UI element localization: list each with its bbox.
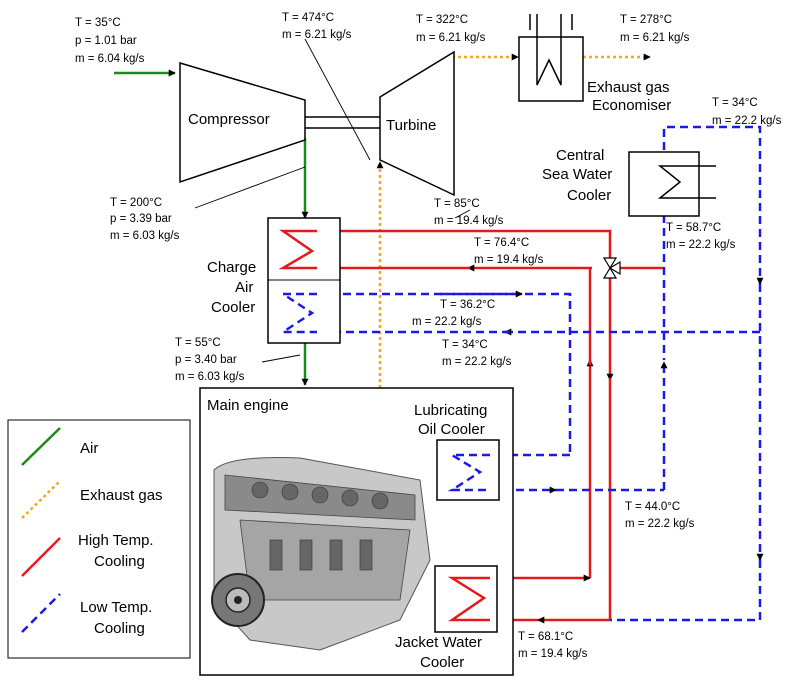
svg-text:Cooling: Cooling (94, 620, 145, 637)
svg-text:T = 474°C: T = 474°C (282, 12, 334, 24)
economiser-label: Exhaust gas Economiser (587, 79, 671, 114)
central-sea-water-cooler (629, 152, 716, 216)
annotation-air-in: T = 35°C p = 1.01 bar m = 6.04 kg/s (75, 17, 145, 65)
central-cooler-label: Central Sea Water Cooler (542, 147, 612, 204)
svg-text:T = 278°C: T = 278°C (620, 14, 672, 26)
svg-text:High Temp.: High Temp. (78, 532, 154, 549)
lt-bottom-return-line (610, 560, 760, 620)
svg-text:T = 76.4°C: T = 76.4°C (474, 237, 529, 249)
annotation-lt-loc-out: T = 44.0°C m = 22.2 kg/s (625, 501, 695, 530)
svg-text:m = 22.2 kg/s: m = 22.2 kg/s (625, 518, 695, 530)
svg-text:Low Temp.: Low Temp. (80, 599, 152, 616)
annotation-compressor-out: T = 200°C p = 3.39 bar m = 6.03 kg/s (110, 197, 180, 242)
svg-text:Cooler: Cooler (211, 299, 255, 316)
ht-cac-to-valve-line (315, 231, 610, 258)
three-way-valve (604, 258, 620, 278)
charge-air-cooler-label: Charge Air Cooler (207, 259, 256, 316)
svg-text:m = 6.21 kg/s: m = 6.21 kg/s (416, 32, 486, 44)
legend: Air Exhaust gas High Temp. Cooling Low T… (8, 420, 190, 658)
exhaust-economiser (519, 14, 583, 101)
svg-text:p = 3.40 bar: p = 3.40 bar (175, 354, 237, 366)
annotation-turbine-out: T = 322°C m = 6.21 kg/s (416, 14, 486, 44)
svg-text:T = 200°C: T = 200°C (110, 197, 162, 209)
engine-illustration (212, 458, 430, 651)
charge-air-cooler (268, 218, 340, 343)
svg-text:T = 34°C: T = 34°C (442, 339, 488, 351)
annotation-jw-out: T = 68.1°C m = 19.4 kg/s (518, 631, 588, 660)
main-engine-label: Main engine (207, 397, 289, 414)
svg-text:m = 6.21 kg/s: m = 6.21 kg/s (282, 29, 352, 41)
svg-text:Cooler: Cooler (567, 187, 611, 204)
annotation-turbine-in: T = 474°C m = 6.21 kg/s (282, 12, 352, 41)
svg-text:Jacket Water: Jacket Water (395, 634, 482, 651)
annotation-charge-air-out: T = 55°C p = 3.40 bar m = 6.03 kg/s (175, 337, 245, 383)
annotation-lt-cac-out: T = 36.2°C m = 22.2 kg/s (412, 299, 495, 328)
svg-text:T = 58.7°C: T = 58.7°C (666, 222, 721, 234)
annotation-lt-cac-in: T = 34°C m = 22.2 kg/s (442, 339, 512, 368)
compressor-label: Compressor (188, 111, 270, 128)
shaft (305, 117, 380, 128)
jacket-water-cooler (435, 566, 497, 632)
svg-text:m = 6.03 kg/s: m = 6.03 kg/s (110, 230, 180, 242)
legend-air-label: Air (80, 440, 98, 457)
svg-text:m = 22.2 kg/s: m = 22.2 kg/s (666, 239, 736, 251)
svg-text:m = 19.4 kg/s: m = 19.4 kg/s (518, 648, 588, 660)
lubricating-oil-cooler (437, 440, 499, 500)
svg-text:T = 36.2°C: T = 36.2°C (440, 299, 495, 311)
svg-text:Exhaust gas: Exhaust gas (587, 79, 670, 96)
svg-text:T = 55°C: T = 55°C (175, 337, 221, 349)
svg-text:T = 34°C: T = 34°C (712, 97, 758, 109)
svg-text:Economiser: Economiser (592, 97, 671, 114)
svg-text:T = 85°C: T = 85°C (434, 198, 480, 210)
svg-text:m = 19.4 kg/s: m = 19.4 kg/s (434, 215, 504, 227)
svg-text:m = 19.4 kg/s: m = 19.4 kg/s (474, 254, 544, 266)
svg-text:m = 22.2 kg/s: m = 22.2 kg/s (412, 316, 482, 328)
annotation-ht-return: T = 76.4°C m = 19.4 kg/s (474, 237, 544, 266)
svg-text:Lubricating: Lubricating (414, 402, 487, 419)
annotation-lt-after-cooler: T = 58.7°C m = 22.2 kg/s (666, 222, 736, 251)
svg-text:m = 6.04 kg/s: m = 6.04 kg/s (75, 53, 145, 65)
svg-text:p = 1.01 bar: p = 1.01 bar (75, 35, 137, 47)
svg-text:T = 68.1°C: T = 68.1°C (518, 631, 573, 643)
svg-text:Oil Cooler: Oil Cooler (418, 421, 485, 438)
svg-text:m = 22.2 kg/s: m = 22.2 kg/s (712, 115, 782, 127)
svg-text:Central: Central (556, 147, 604, 164)
svg-text:T = 322°C: T = 322°C (416, 14, 468, 26)
svg-text:m = 6.03 kg/s: m = 6.03 kg/s (175, 371, 245, 383)
annotation-ht-supply: T = 85°C m = 19.4 kg/s (434, 198, 504, 227)
svg-text:Cooling: Cooling (94, 553, 145, 570)
svg-text:m = 6.21 kg/s: m = 6.21 kg/s (620, 32, 690, 44)
svg-text:Cooler: Cooler (420, 654, 464, 671)
legend-exhaust-label: Exhaust gas (80, 487, 163, 504)
turbine-label: Turbine (386, 117, 436, 134)
annotation-exhaust-out: T = 278°C m = 6.21 kg/s (620, 14, 690, 44)
svg-text:Air: Air (235, 279, 253, 296)
svg-text:Charge: Charge (207, 259, 256, 276)
annotation-sea-water-lt: T = 34°C m = 22.2 kg/s (712, 97, 782, 127)
svg-text:Sea Water: Sea Water (542, 166, 612, 183)
svg-text:T = 35°C: T = 35°C (75, 17, 121, 29)
svg-text:T = 44.0°C: T = 44.0°C (625, 501, 680, 513)
svg-text:m = 22.2 kg/s: m = 22.2 kg/s (442, 356, 512, 368)
svg-text:p = 3.39 bar: p = 3.39 bar (110, 213, 172, 225)
